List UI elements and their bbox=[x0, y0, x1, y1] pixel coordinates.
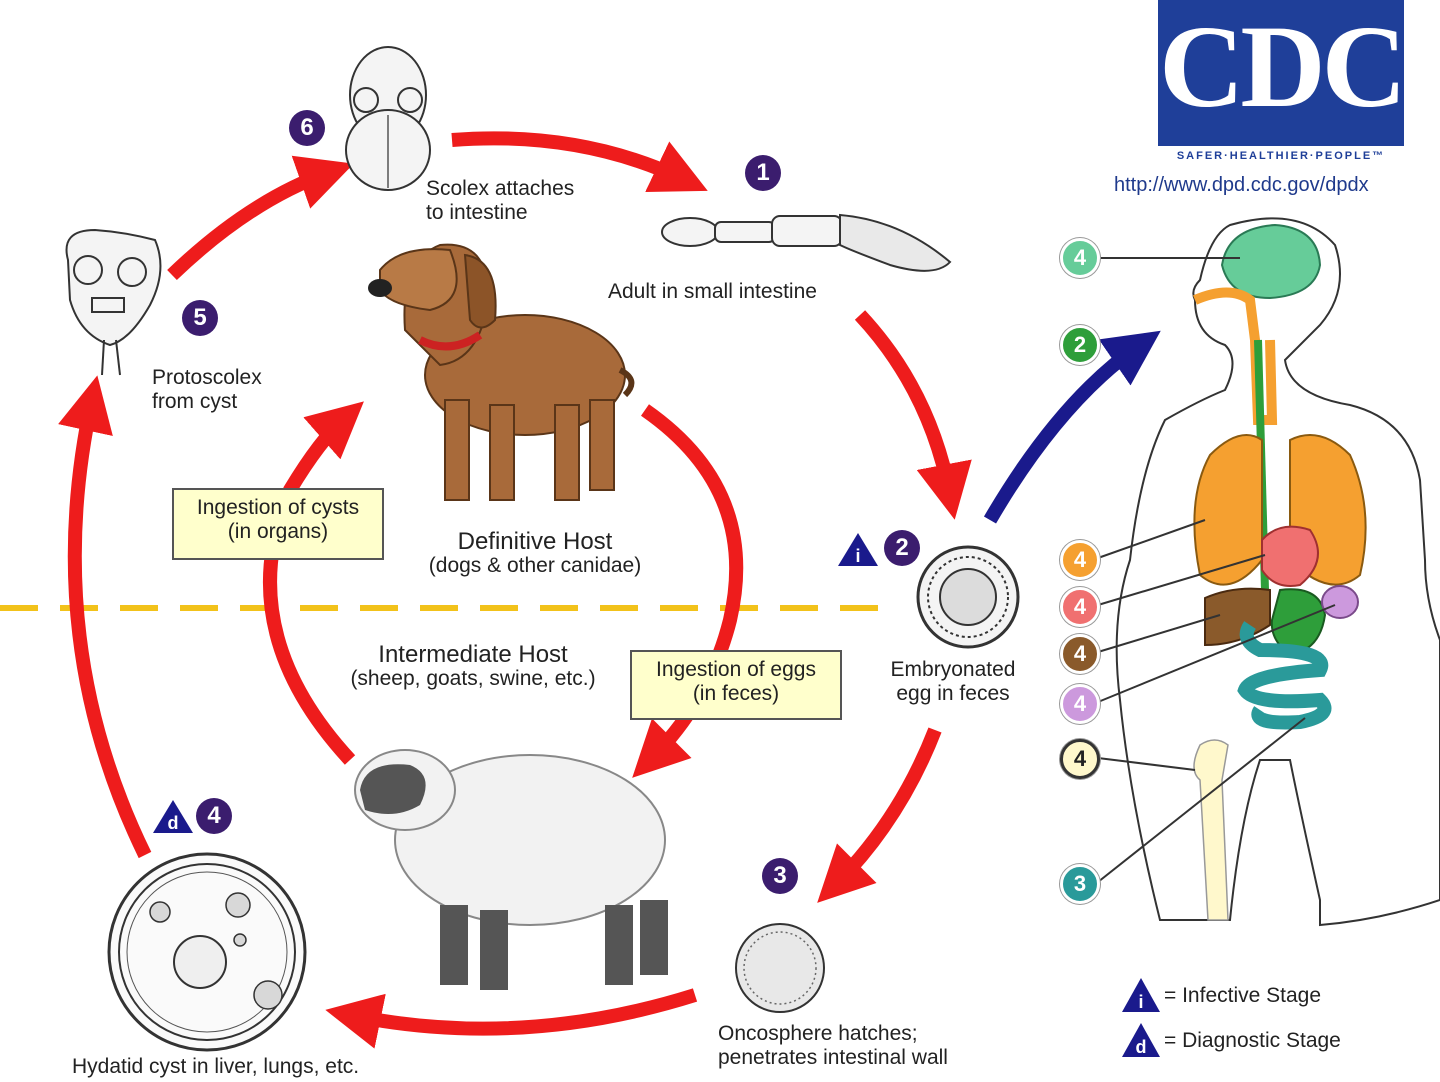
cdc-url-link[interactable]: http://www.dpd.cdc.gov/dpdx bbox=[1114, 174, 1369, 196]
marker-spleen: 4 bbox=[1060, 684, 1100, 724]
leader-heart bbox=[1097, 554, 1266, 606]
intermediate-host-label: Intermediate Host (sheep, goats, swine, … bbox=[318, 643, 628, 691]
diagnostic-triangle-icon: d bbox=[153, 800, 193, 833]
heart-organ bbox=[1261, 525, 1319, 587]
adult-worm-drawing bbox=[661, 213, 952, 272]
marker-lungs: 4 bbox=[1060, 540, 1100, 580]
arrow-sheep-to-dog bbox=[263, 401, 364, 765]
legend-infective-icon: i bbox=[1122, 978, 1160, 1012]
scolex-drawing bbox=[345, 46, 431, 191]
marker-ingestion: 2 bbox=[1060, 325, 1100, 365]
egg-drawing bbox=[916, 545, 1020, 649]
stage-1-badge: 1 bbox=[745, 155, 781, 191]
diagnostic-triangle-letter: d bbox=[168, 813, 179, 833]
arrow-2-to-3 bbox=[817, 727, 942, 903]
stage-2-label-line1: Embryonated bbox=[890, 658, 1016, 681]
marker-brain: 4 bbox=[1060, 238, 1100, 278]
marker-heart: 4 bbox=[1060, 587, 1100, 627]
leader-liver bbox=[1097, 614, 1221, 653]
stage-6-label: Scolex attaches to intestine bbox=[426, 177, 574, 225]
stage-2-badge: 2 bbox=[884, 530, 920, 566]
stage-3-badge: 3 bbox=[762, 858, 798, 894]
marker-liver: 4 bbox=[1060, 634, 1100, 674]
ingestion-cysts-box: Ingestion of cysts (in organs) bbox=[172, 488, 384, 560]
stage-3-label: Oncosphere hatches; penetrates intestina… bbox=[718, 1022, 948, 1070]
legend-diagnostic-icon: d bbox=[1122, 1023, 1160, 1057]
stage-4-label: Hydatid cyst in liver, lungs, etc. bbox=[72, 1055, 360, 1078]
intermediate-host-title: Intermediate Host bbox=[378, 641, 568, 668]
protoscolex-drawing bbox=[65, 228, 162, 376]
leader-intestine bbox=[1097, 717, 1306, 883]
arrow-6-to-1 bbox=[451, 131, 708, 193]
sheep-drawing bbox=[354, 749, 668, 990]
spleen-organ bbox=[1321, 585, 1359, 619]
stage-5-badge: 5 bbox=[182, 300, 218, 336]
arrow-4-to-5 bbox=[58, 375, 152, 859]
stage-1-label: Adult in small intestine bbox=[608, 280, 817, 303]
intermediate-host-subtitle: (sheep, goats, swine, etc.) bbox=[350, 667, 596, 690]
stage-4-badge: 4 bbox=[196, 798, 232, 834]
infective-triangle-icon: i bbox=[838, 533, 878, 566]
legend-diagnostic-text: = Diagnostic Stage bbox=[1164, 1029, 1341, 1052]
infective-triangle-letter: i bbox=[855, 546, 860, 566]
stage-5-label-line1: Protoscolex bbox=[152, 366, 262, 389]
arrow-3-to-4 bbox=[325, 988, 698, 1049]
stage-2-label-line2: egg in feces bbox=[896, 682, 1010, 705]
stage-2-label: Embryonated egg in feces bbox=[868, 658, 1038, 706]
oncosphere-drawing bbox=[735, 923, 825, 1013]
ingestion-cysts-line1: Ingestion of cysts bbox=[196, 496, 360, 519]
leader-lungs bbox=[1097, 519, 1206, 559]
hydatid-cyst-drawing bbox=[107, 852, 307, 1052]
leader-spleen bbox=[1097, 604, 1336, 703]
arrow-1-to-2 bbox=[854, 310, 972, 520]
human-body-drawing bbox=[1097, 217, 1440, 927]
stage-6-badge: 6 bbox=[289, 110, 325, 146]
stage-6-label-line2: to intestine bbox=[426, 201, 528, 224]
dog-drawing bbox=[368, 243, 635, 501]
ingestion-eggs-line1: Ingestion of eggs bbox=[656, 658, 816, 681]
stage-3-label-line2: penetrates intestinal wall bbox=[718, 1046, 948, 1069]
left-lung-organ bbox=[1193, 434, 1263, 586]
cdc-logo-text: CDC bbox=[1159, 1, 1404, 132]
stage-5-label-line2: from cyst bbox=[152, 390, 238, 413]
definitive-host-title: Definitive Host bbox=[457, 528, 613, 555]
ingestion-eggs-box: Ingestion of eggs (in feces) bbox=[630, 650, 842, 720]
marker-intestine: 3 bbox=[1060, 864, 1100, 904]
marker-bone: 4 bbox=[1060, 739, 1100, 779]
cdc-logo: CDC bbox=[1158, 0, 1404, 146]
definitive-host-label: Definitive Host (dogs & other canidae) bbox=[380, 530, 690, 578]
arrow-egg-to-human bbox=[983, 330, 1161, 524]
ingestion-eggs-line2: (in feces) bbox=[692, 682, 780, 705]
legend-infective-text: = Infective Stage bbox=[1164, 984, 1322, 1007]
ingestion-cysts-line2: (in organs) bbox=[227, 520, 329, 543]
stomach-organ bbox=[1270, 588, 1327, 657]
leader-bone bbox=[1097, 757, 1196, 771]
stage-3-label-line1: Oncosphere hatches; bbox=[718, 1022, 918, 1045]
stage-6-label-line1: Scolex attaches bbox=[426, 177, 575, 200]
legend-diagnostic-letter: d bbox=[1136, 1037, 1147, 1057]
cdc-tagline: SAFER·HEALTHIER·PEOPLE™ bbox=[1176, 150, 1386, 162]
definitive-host-subtitle: (dogs & other canidae) bbox=[428, 554, 642, 577]
arrow-5-to-6 bbox=[167, 155, 354, 281]
legend-infective-letter: i bbox=[1138, 992, 1143, 1012]
stage-5-label: Protoscolex from cyst bbox=[152, 366, 262, 414]
